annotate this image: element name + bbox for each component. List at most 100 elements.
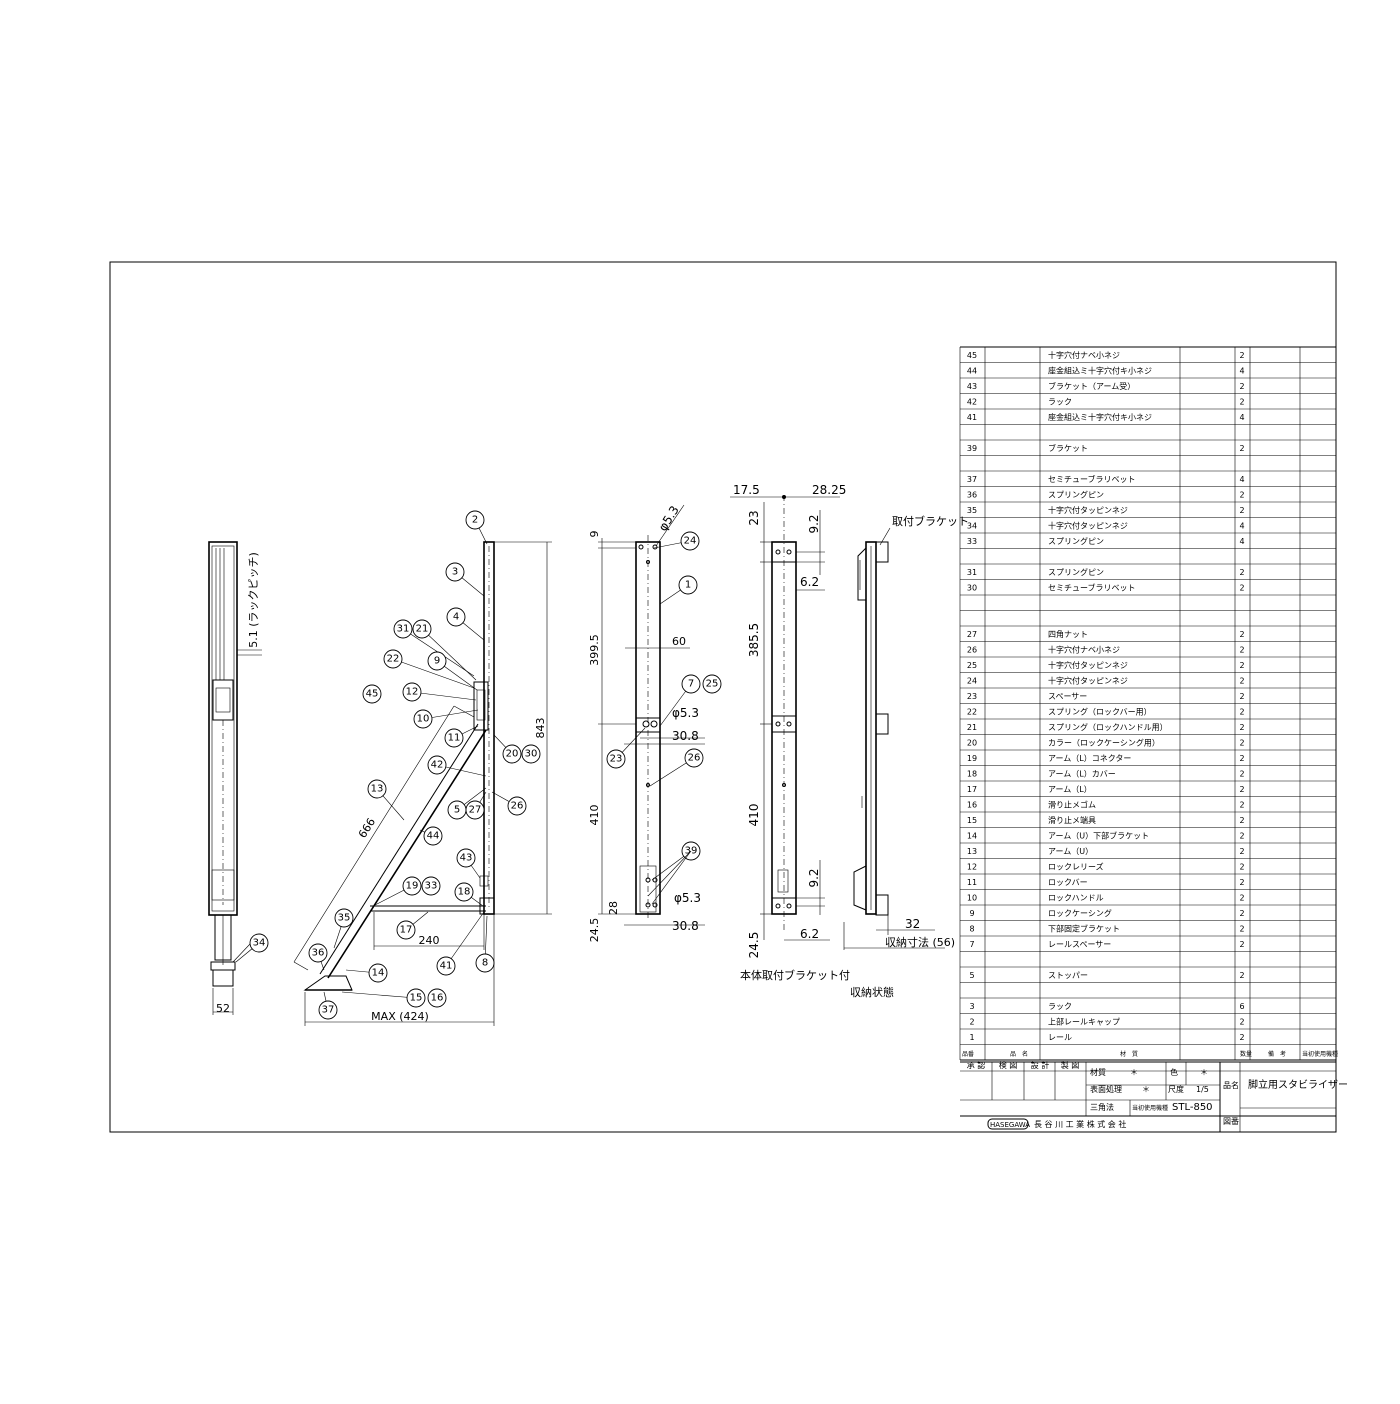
part-no: 21	[967, 723, 977, 732]
view-rail-with-bracket: 17.5 28.25 23 385.5 410 24.5 9.2 6.2 9.2…	[730, 483, 850, 982]
part-name: 十字穴付ナベ小ネジ	[1048, 350, 1120, 360]
part-name: 十字穴付タッピンネジ	[1048, 660, 1128, 670]
part-no: 42	[967, 397, 977, 406]
part-qty: 4	[1239, 537, 1244, 546]
part-no: 43	[967, 382, 977, 391]
part-qty: 2	[1239, 676, 1244, 685]
part-no: 22	[967, 707, 977, 716]
balloon-4: 4	[446, 607, 466, 627]
balloon-36: 36	[308, 943, 328, 963]
part-qty: 4	[1239, 366, 1244, 375]
svg-text:15: 15	[410, 993, 423, 1004]
part-name: スプリング（ロックハンドル用）	[1048, 722, 1168, 732]
parts-header: 備 考	[1268, 1050, 1286, 1058]
balloon-1: 1	[678, 575, 698, 595]
label-mount-bracket: 取付ブラケット	[892, 514, 969, 528]
balloon-34: 34	[249, 933, 269, 953]
part-qty: 4	[1239, 521, 1244, 530]
sheet-frame	[109, 261, 1337, 1133]
dim-843: 843	[534, 718, 547, 739]
view-deployed: 843 666 240 MAX (424)	[293, 541, 552, 1026]
material-label: 材質	[1090, 1067, 1106, 1077]
part-no: 30	[967, 583, 977, 592]
surface-label: 表面処理	[1090, 1084, 1122, 1094]
part-name: ストッパー	[1048, 971, 1088, 980]
sign-header-draw: 製 図	[1061, 1060, 1080, 1070]
dim-stowed-56: 収納寸法 (56)	[885, 935, 955, 949]
svg-text:31: 31	[397, 624, 410, 635]
part-name: ラック	[1048, 1002, 1072, 1011]
svg-text:17: 17	[400, 925, 413, 936]
balloon-31: 31	[393, 619, 413, 639]
part-name: アーム（L）	[1048, 785, 1092, 794]
part-no: 34	[967, 521, 977, 530]
part-no: 11	[967, 878, 977, 887]
part-name: レール	[1048, 1033, 1072, 1042]
part-no: 41	[967, 413, 977, 422]
part-qty: 6	[1239, 1002, 1244, 1011]
balloon-14: 14	[368, 963, 388, 983]
balloon-19: 19	[402, 876, 422, 896]
part-name: 十字穴付ナベ小ネジ	[1048, 644, 1120, 654]
svg-text:25: 25	[706, 679, 719, 690]
part-name: スプリングピン	[1048, 567, 1104, 577]
dim-24-5-b: 24.5	[747, 932, 761, 959]
part-name: スプリングピン	[1048, 489, 1104, 499]
part-name: アーム（U）	[1048, 847, 1093, 856]
part-no: 10	[967, 893, 977, 902]
part-name: スプリングピン	[1048, 536, 1104, 546]
balloon-43: 43	[456, 848, 476, 868]
part-no: 35	[967, 506, 977, 515]
part-qty: 2	[1239, 444, 1244, 453]
balloon-5: 5	[447, 800, 467, 820]
balloon-17: 17	[396, 920, 416, 940]
svg-text:21: 21	[416, 624, 429, 635]
part-name: スプリング（ロックバー用）	[1048, 706, 1152, 716]
dim-410-a: 410	[588, 805, 601, 826]
view-stowed-side: 取付ブラケット 32 収納寸法 (56) 収納状態	[843, 514, 969, 999]
svg-text:30: 30	[525, 749, 538, 760]
part-name: 座金組込ミ十字穴付キ小ネジ	[1048, 365, 1152, 375]
dim-phi-5-3-c: φ5.3	[674, 891, 701, 905]
part-no: 15	[967, 816, 977, 825]
view-side-stowed: 52 5.1 (ラックピッチ)	[208, 541, 262, 1015]
part-name: カラー（ロックケーシング用）	[1048, 737, 1160, 747]
part-qty: 2	[1239, 723, 1244, 732]
dim-9-2-b: 9.2	[807, 868, 821, 887]
svg-text:1: 1	[685, 580, 691, 591]
part-name: ロックハンドル	[1048, 893, 1104, 902]
label-with-bracket: 本体取付ブラケット付	[740, 968, 850, 982]
dim-28: 28	[607, 901, 620, 915]
part-no: 25	[967, 661, 977, 670]
part-name: 滑り止メゴム	[1048, 799, 1096, 809]
part-qty: 2	[1239, 862, 1244, 871]
part-no: 5	[969, 971, 974, 980]
balloon-8: 8	[475, 953, 495, 973]
part-name: アーム（L）コネクター	[1048, 754, 1131, 763]
svg-text:18: 18	[458, 887, 471, 898]
product-name: 脚立用スタビライザー	[1248, 1078, 1348, 1091]
part-no: 3	[969, 1002, 974, 1011]
part-qty: 2	[1239, 351, 1244, 360]
part-no: 24	[967, 676, 977, 685]
balloon-45: 45	[362, 684, 382, 704]
part-no: 45	[967, 351, 977, 360]
balloon-18: 18	[454, 882, 474, 902]
part-qty: 2	[1239, 800, 1244, 809]
dim-240: 240	[419, 934, 440, 947]
part-name: 座金組込ミ十字穴付キ小ネジ	[1048, 412, 1152, 422]
balloon-13: 13	[367, 779, 387, 799]
svg-text:34: 34	[253, 938, 266, 949]
balloon-12: 12	[402, 682, 422, 702]
part-qty: 2	[1239, 661, 1244, 670]
part-name: セミチューブラリベット	[1048, 474, 1136, 484]
balloon-44: 44	[423, 826, 443, 846]
part-name: ブラケット	[1048, 443, 1088, 453]
part-name: 十字穴付タッピンネジ	[1048, 520, 1128, 530]
part-no: 12	[967, 862, 977, 871]
balloon-24: 24	[680, 531, 700, 551]
balloon-23: 23	[606, 749, 626, 769]
part-qty: 2	[1239, 490, 1244, 499]
